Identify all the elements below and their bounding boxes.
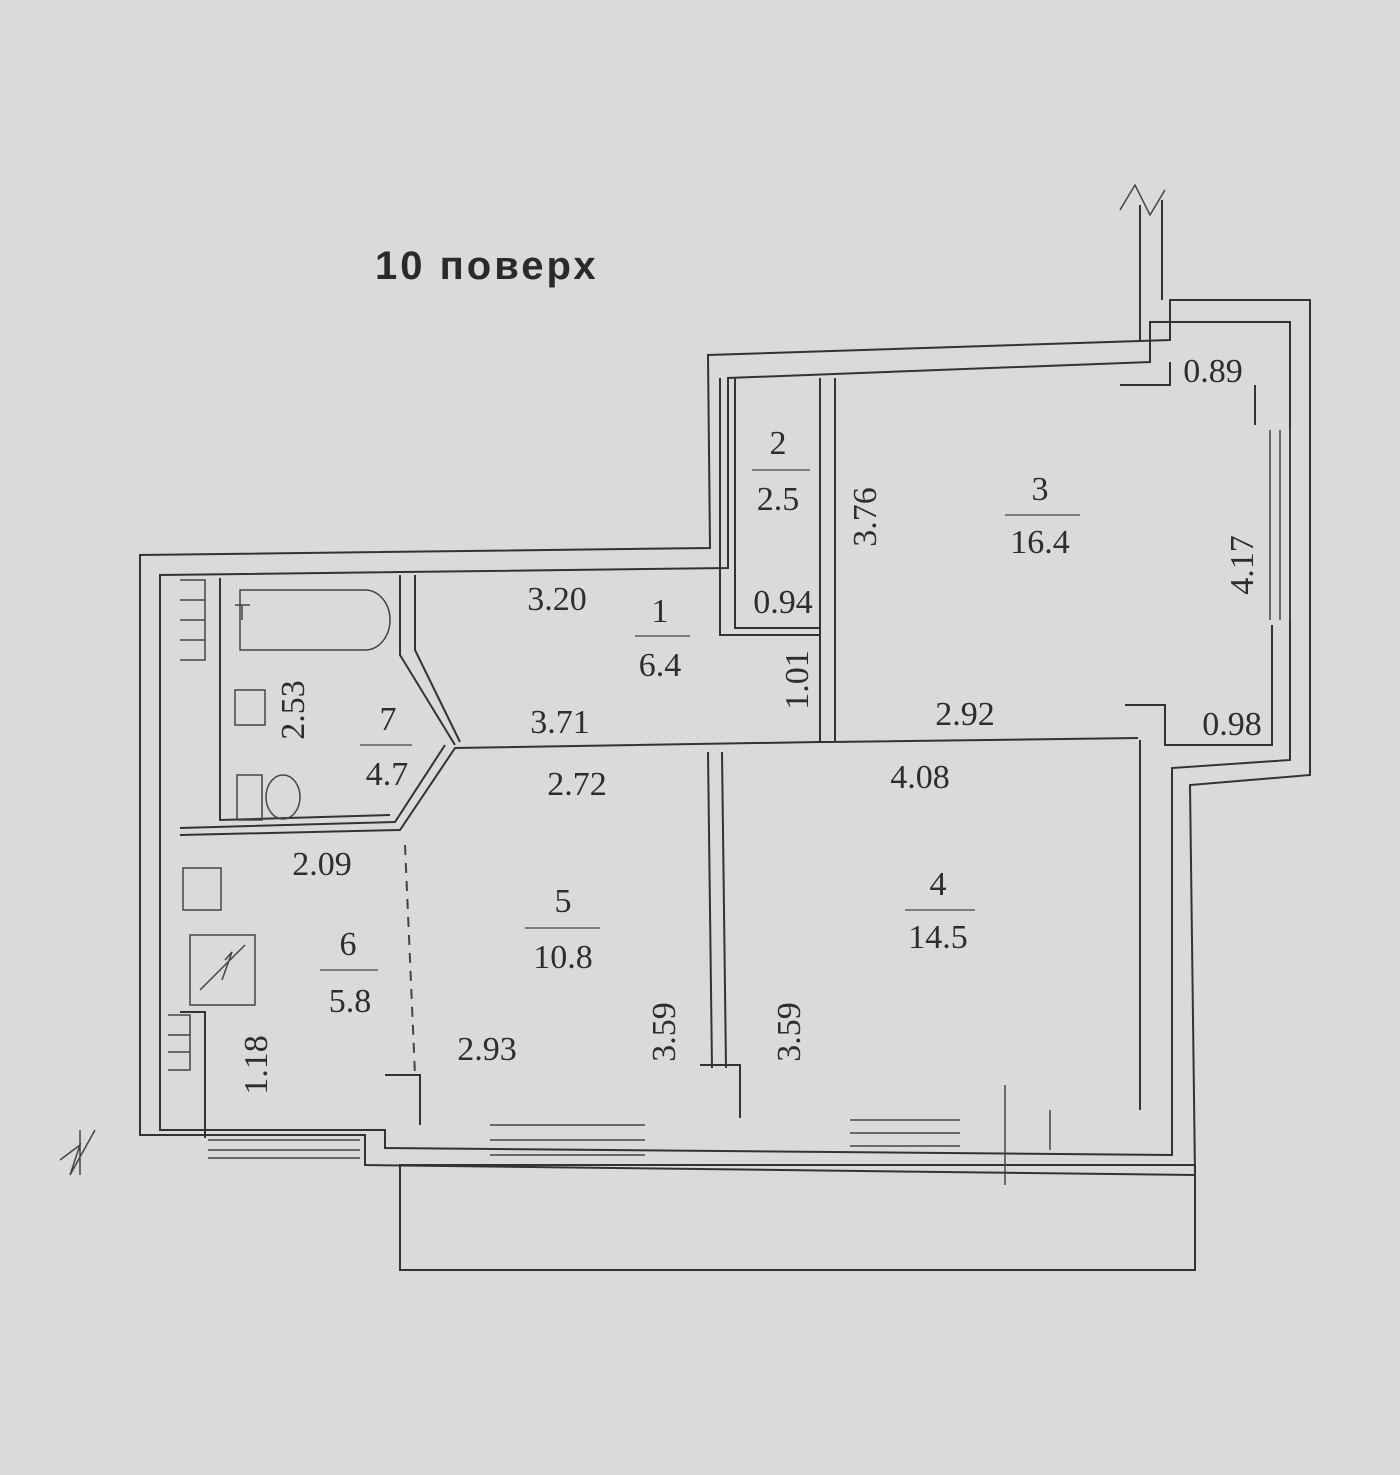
room-area: 14.5: [908, 919, 968, 956]
room-number: 2: [770, 425, 787, 462]
room-1: 1 6.4: [635, 593, 690, 684]
floor-title: 10 поверх: [375, 244, 599, 288]
room-area: 4.7: [366, 756, 409, 793]
room-number: 7: [380, 701, 397, 738]
dimension-label: 1.18: [238, 1035, 275, 1095]
room-number: 5: [555, 883, 572, 920]
dimension-label: 2.72: [547, 766, 607, 803]
dimension-label: 3.71: [530, 704, 590, 741]
dimension-label: 0.98: [1202, 706, 1262, 743]
dimension-label: 3.59: [771, 1002, 808, 1062]
room-4: 4 14.5: [905, 866, 975, 956]
room-number: 6: [340, 926, 357, 963]
room-number: 4: [930, 866, 947, 903]
dimension-label: 4.17: [1224, 535, 1261, 595]
room-7: 7 4.7: [360, 701, 412, 793]
exterior-walls: [59, 183, 1311, 1271]
dimension-labels: 3.20 0.94 3.76 1.01 0.89 4.17 2.92 0.98 …: [238, 353, 1262, 1095]
room-5: 5 10.8: [525, 883, 600, 976]
dimension-label: 2.93: [457, 1031, 517, 1068]
dimension-label: 2.92: [935, 696, 995, 733]
dimension-label: 2.53: [275, 680, 312, 740]
room-2: 2 2.5: [752, 425, 810, 518]
fixtures: [168, 579, 391, 1071]
dimension-label: 1.01: [779, 650, 816, 710]
room-area: 6.4: [639, 647, 682, 684]
windows: [208, 430, 1291, 1185]
dimension-label: 4.08: [890, 759, 950, 796]
room-6: 6 5.8: [320, 926, 378, 1020]
room-number: 3: [1032, 471, 1049, 508]
dimension-label: 2.09: [292, 846, 352, 883]
room-area: 10.8: [533, 939, 593, 976]
room-area: 16.4: [1010, 524, 1070, 561]
dimension-label: 3.20: [527, 581, 587, 618]
dimension-label: 0.89: [1183, 353, 1243, 390]
room-area: 5.8: [329, 983, 372, 1020]
dimension-label: 3.59: [646, 1002, 683, 1062]
room-number: 1: [652, 593, 669, 630]
room-area: 2.5: [757, 481, 800, 518]
dimension-label: 0.94: [753, 584, 813, 621]
dimension-label: 3.76: [847, 487, 884, 547]
room-3: 3 16.4: [1005, 471, 1080, 561]
interior-walls: [179, 362, 1273, 1138]
